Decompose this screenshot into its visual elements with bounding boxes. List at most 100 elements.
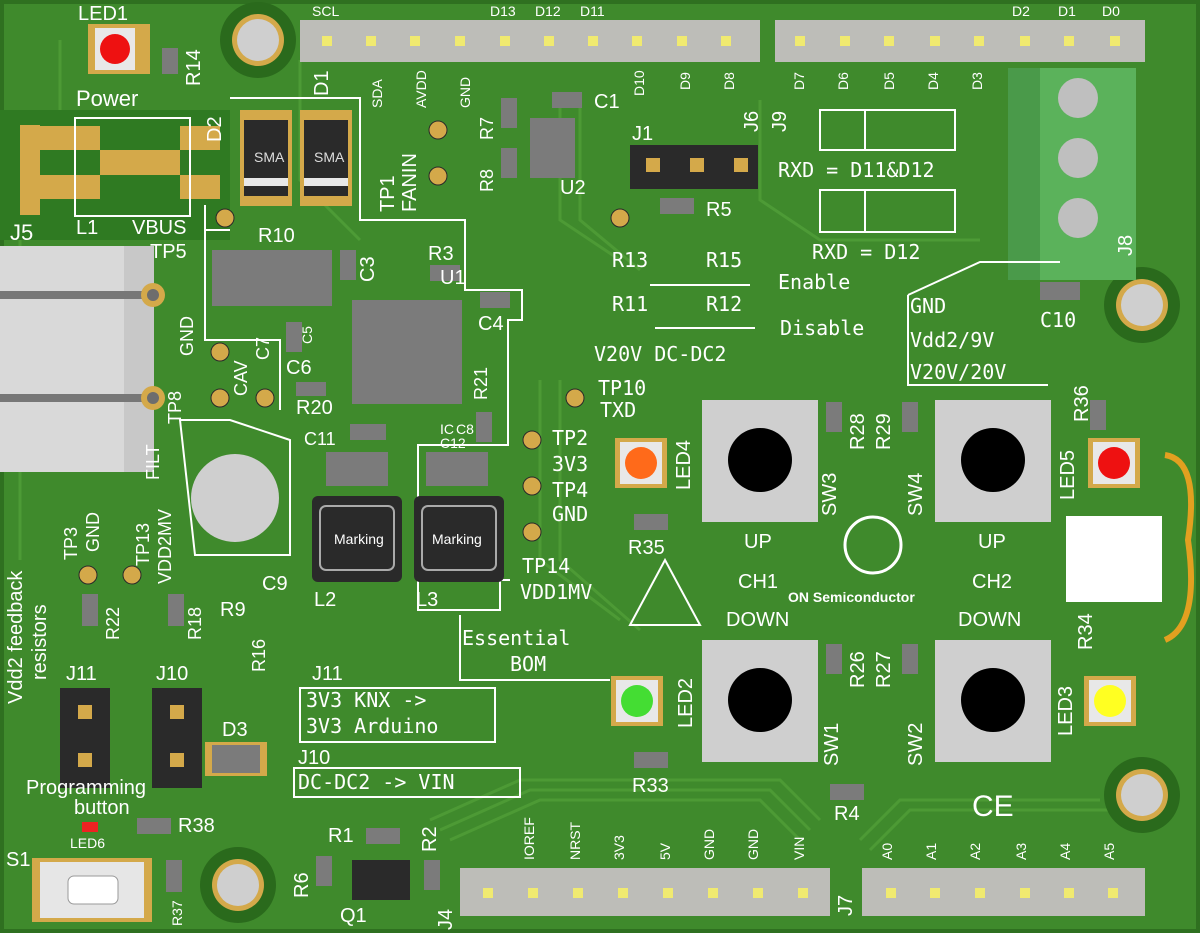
l1-label: L1: [76, 217, 99, 239]
3v3-label: 3V3: [552, 452, 589, 476]
r4-label: R4: [834, 803, 860, 825]
bottom-label-ioref: IOREF: [521, 817, 537, 860]
r16-label: R16: [249, 638, 269, 672]
led1-label: LED1: [78, 3, 129, 25]
r22-label: R22: [103, 606, 123, 640]
r1-label: R1: [328, 825, 354, 847]
header-label-d10: D10: [631, 70, 647, 96]
sw4-label: SW4: [905, 472, 927, 516]
rxd-d11-d12-label: RXD = D11&D12: [778, 158, 935, 182]
ce-mark: CE: [972, 790, 1014, 823]
u2-label: U2: [560, 177, 586, 199]
sma-d2-label: SMA: [254, 149, 285, 165]
on-semiconductor-label: ON Semiconductor: [788, 589, 915, 605]
r28-label: R28: [847, 413, 869, 450]
header-label-d13: D13: [490, 3, 516, 19]
j11-note-label: J11: [312, 663, 343, 685]
d1-label: D1: [311, 70, 333, 96]
tp14-label: TP14: [522, 554, 571, 578]
r21-label: R21: [471, 366, 491, 400]
header-label-d5: D5: [881, 72, 897, 90]
header-label-d8: D8: [721, 72, 737, 90]
j10-note-label: J10: [298, 747, 331, 769]
programming-label: Programming: [26, 777, 147, 799]
r2-label: R2: [419, 826, 441, 852]
c8-label: C8: [456, 421, 474, 437]
header-label-d9: D9: [677, 72, 693, 90]
r29-label: R29: [873, 413, 895, 450]
bottom-label-a1: A1: [923, 842, 939, 860]
u1-label: U1: [440, 267, 466, 289]
j6-label: J6: [741, 110, 763, 132]
header-label-d2: D2: [1012, 3, 1030, 19]
s1-label: S1: [6, 849, 31, 871]
bottom-label-3v3: 3V3: [611, 835, 627, 860]
ch1-label: CH1: [738, 571, 779, 593]
bom-label: BOM: [510, 652, 547, 676]
r6-label: R6: [291, 872, 313, 898]
txd-label: TXD: [600, 398, 637, 422]
c7-label: C7: [253, 336, 273, 360]
tp4-label: TP4: [552, 478, 589, 502]
bottom-label-a5: A5: [1101, 842, 1117, 860]
bottom-label-a4: A4: [1057, 842, 1073, 860]
tp5-label: TP5: [150, 241, 187, 263]
r12-label: R12: [706, 292, 743, 316]
c12-label: C12: [440, 435, 466, 451]
led5-label: LED5: [1057, 449, 1079, 500]
header-label-gnd: GND: [457, 76, 473, 108]
j11-note-text1: 3V3 KNX ->: [306, 688, 427, 712]
power-label: Power: [76, 86, 139, 111]
led3-label: LED3: [1055, 685, 1077, 736]
tp1-label: TP1: [377, 175, 399, 212]
gnd-tp3-label: GND: [83, 512, 103, 552]
header-label-d11: D11: [580, 3, 605, 19]
vdd2-9v-label: Vdd2/9V: [910, 328, 995, 352]
up-ch1-label: UP: [744, 531, 772, 553]
resistors-label: resistors: [29, 604, 51, 680]
sw1-label: SW1: [821, 722, 843, 766]
up-ch2-label: UP: [978, 531, 1006, 553]
j7-label: J7: [835, 894, 857, 916]
q1-label: Q1: [340, 905, 367, 927]
l2-label: L2: [314, 589, 337, 611]
tp8-label: TP8: [165, 390, 185, 424]
c1-label: C1: [594, 91, 620, 113]
c10-label: C10: [1040, 308, 1077, 332]
tp10-label: TP10: [598, 376, 647, 400]
r27-label: R27: [873, 651, 895, 688]
header-label-d7: D7: [791, 72, 807, 90]
r10-label: R10: [258, 225, 295, 247]
header-label-avdd: AVDD: [413, 70, 429, 108]
filt-label: FILT: [143, 444, 163, 480]
r18-label: R18: [185, 606, 205, 640]
r8-label: R8: [477, 168, 497, 192]
enable-label: Enable: [778, 270, 851, 294]
header-label-d4: D4: [925, 72, 941, 90]
c5-label: C5: [299, 326, 315, 344]
r38-label: R38: [178, 815, 215, 837]
led4-label: LED4: [673, 439, 695, 490]
sw3-label: SW3: [819, 472, 841, 516]
vdd2mv-label: VDD2MV: [155, 508, 175, 584]
vbus-label: VBUS: [132, 217, 187, 239]
bottom-label-vin: VIN: [791, 836, 807, 860]
j8-label: J8: [1115, 234, 1137, 256]
button-label: button: [74, 797, 130, 819]
bottom-label-nrst: NRST: [567, 821, 583, 860]
r35-label: R35: [628, 537, 665, 559]
led2-label: LED2: [675, 677, 697, 728]
j10-jumper-label: J10: [156, 663, 189, 685]
r3-label: R3: [428, 243, 454, 265]
r11-label: R11: [612, 292, 649, 316]
bottom-label-a3: A3: [1013, 842, 1029, 860]
sw2-label: SW2: [905, 722, 927, 766]
header-label-scl: SCL: [312, 3, 340, 19]
r9-label: R9: [220, 599, 246, 621]
j5-label: J5: [10, 220, 34, 245]
marking-l3-label: Marking: [432, 531, 482, 547]
l3-label: L3: [416, 589, 439, 611]
bottom-label-gnd2: GND: [745, 828, 761, 860]
led6-label: LED6: [70, 835, 106, 851]
